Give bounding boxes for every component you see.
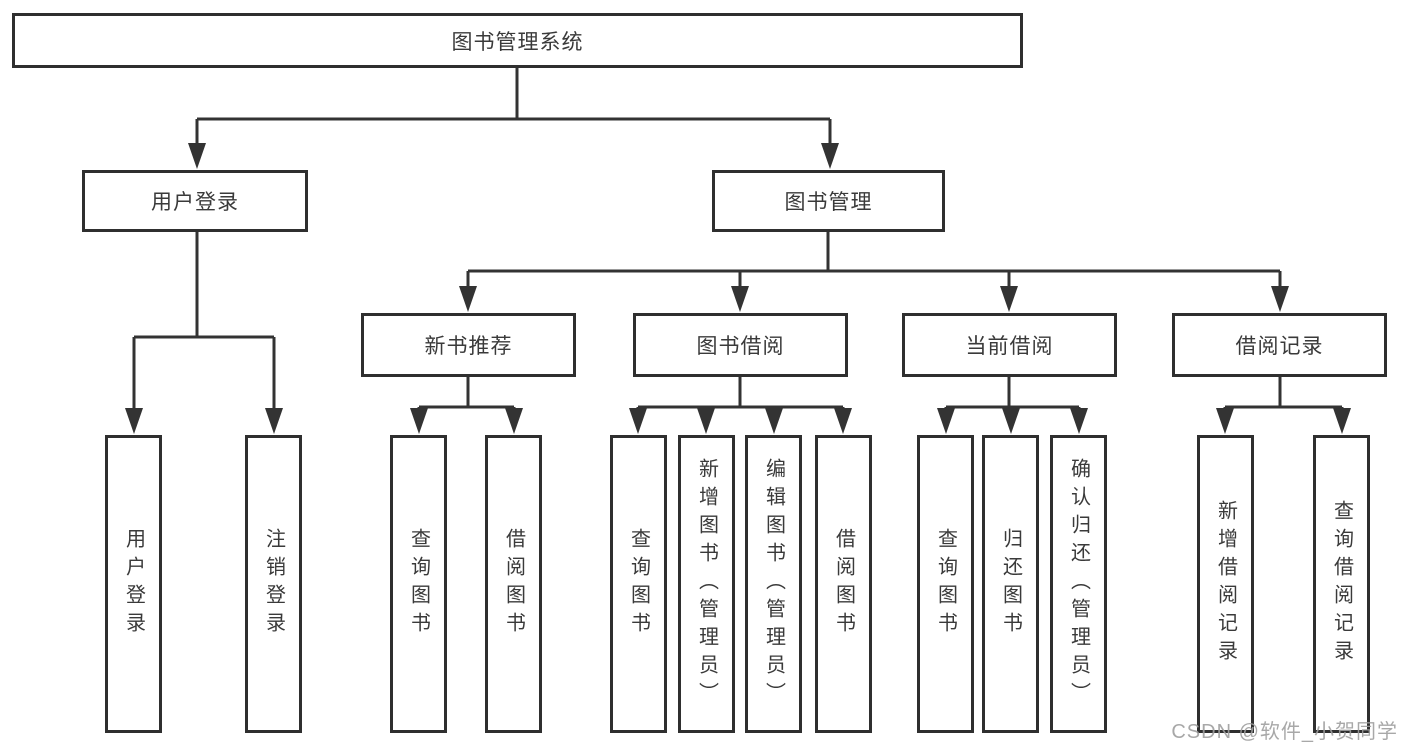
leaf-query-books-current: 查询图书 [917, 435, 974, 733]
node-borrowing-records: 借阅记录 [1172, 313, 1387, 377]
leaf-borrow-books-recommend: 借阅图书 [485, 435, 542, 733]
leaf-query-books-borrowing: 查询图书 [610, 435, 667, 733]
node-book-borrowing: 图书借阅 [633, 313, 848, 377]
node-current-borrowing: 当前借阅 [902, 313, 1117, 377]
leaf-return-books: 归还图书 [982, 435, 1039, 733]
leaf-add-books-admin: 新增图书（管理员） [678, 435, 735, 733]
leaf-query-borrow-record: 查询借阅记录 [1313, 435, 1370, 733]
node-book-management: 图书管理 [712, 170, 945, 232]
node-user-login: 用户登录 [82, 170, 308, 232]
arrowhead-icons [125, 143, 1351, 434]
leaf-logout: 注销登录 [245, 435, 302, 733]
leaf-query-books-recommend: 查询图书 [390, 435, 447, 733]
csdn-watermark: CSDN @软件_小贺同学 [1171, 721, 1398, 743]
leaf-confirm-return-admin: 确认归还（管理员） [1050, 435, 1107, 733]
leaf-edit-books-admin: 编辑图书（管理员） [745, 435, 802, 733]
leaf-add-borrow-record: 新增借阅记录 [1197, 435, 1254, 733]
node-new-book-recommend: 新书推荐 [361, 313, 576, 377]
leaf-borrow-books-borrowing: 借阅图书 [815, 435, 872, 733]
leaf-user-login: 用户登录 [105, 435, 162, 733]
node-library-management-system: 图书管理系统 [12, 13, 1023, 68]
